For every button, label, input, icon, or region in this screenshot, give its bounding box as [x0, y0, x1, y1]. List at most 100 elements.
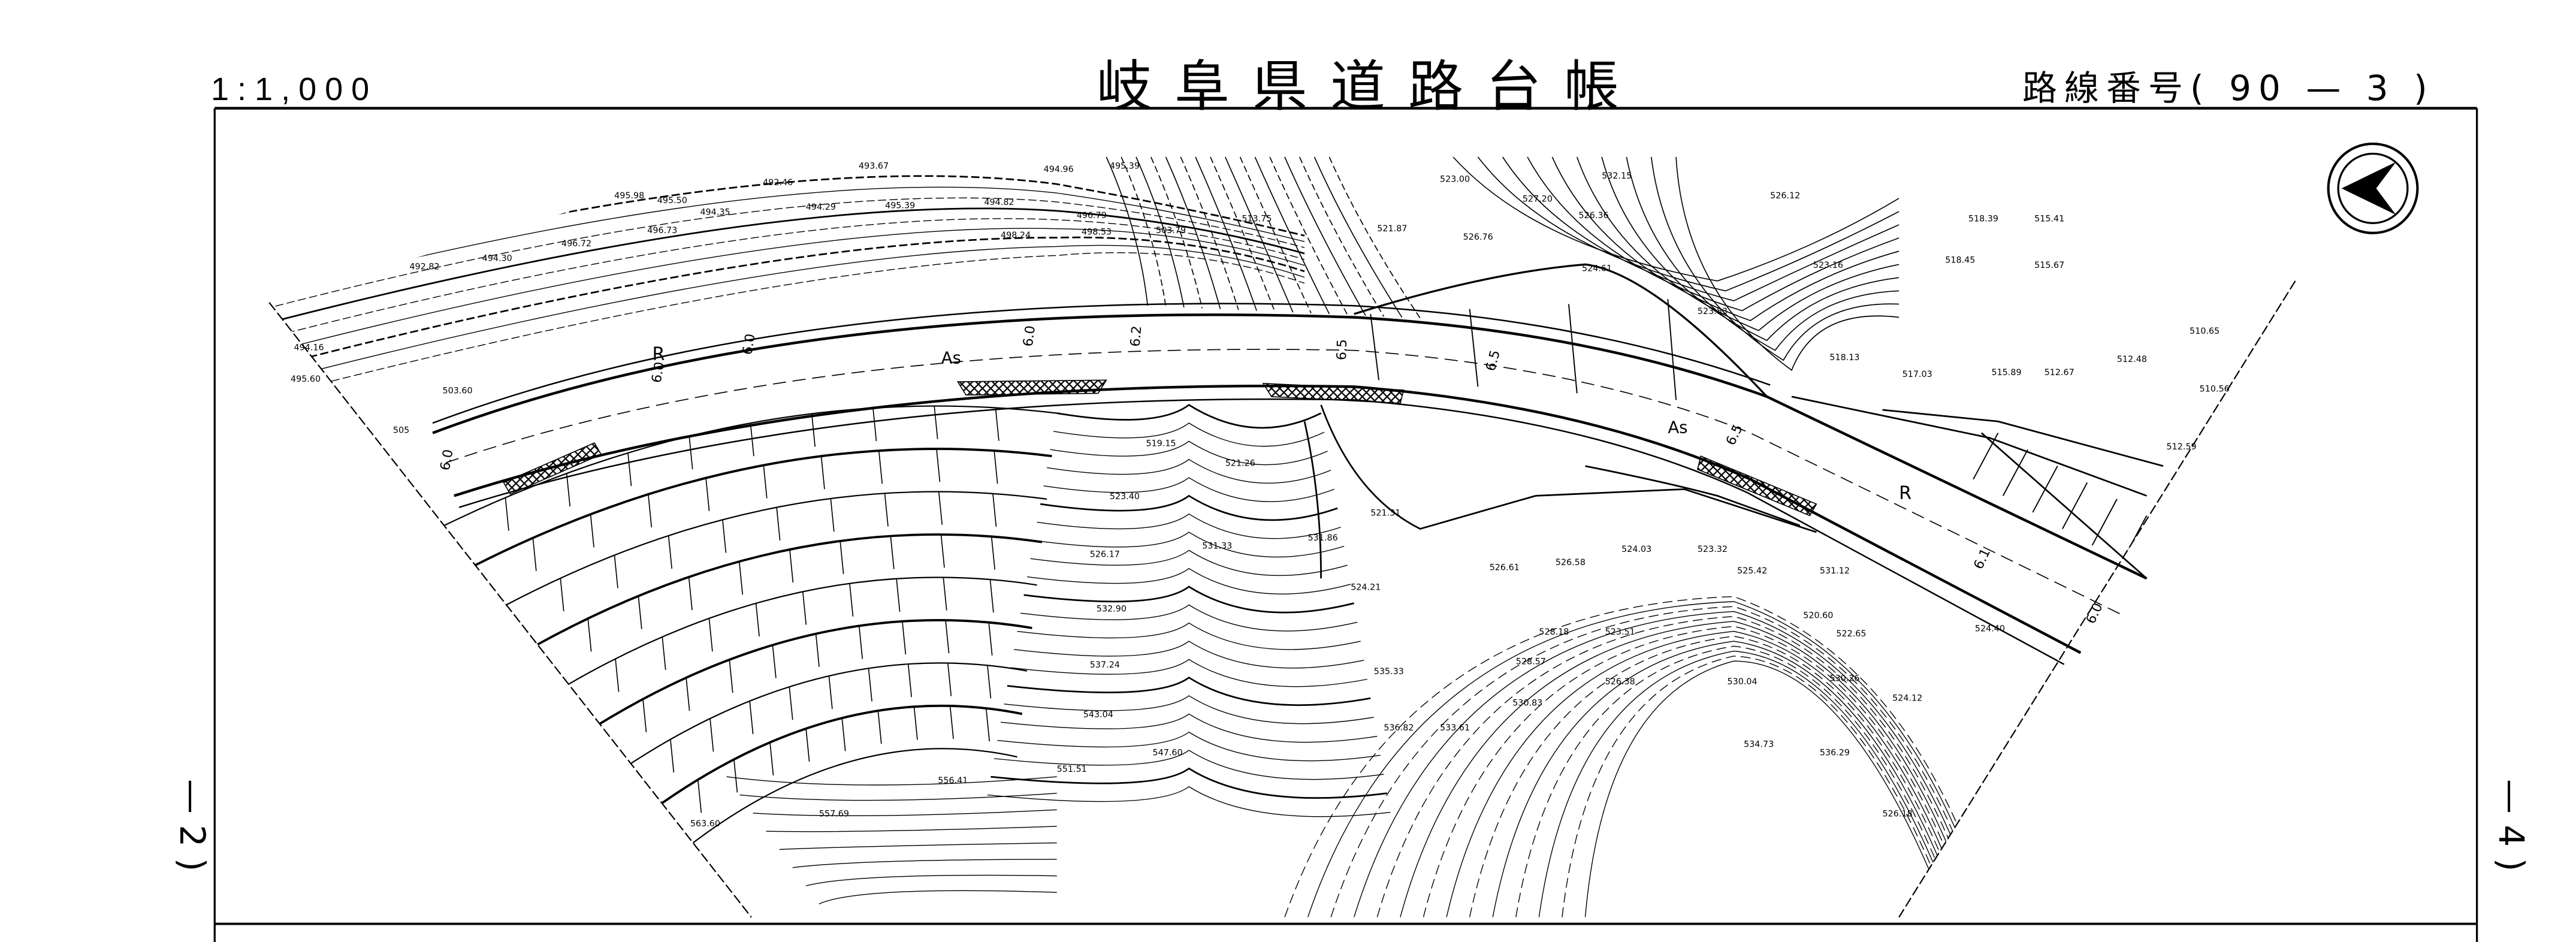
contour-line — [1210, 156, 1276, 312]
elevation-label: 512.48 — [2117, 355, 2147, 364]
elevation-label: 533.61 — [1440, 723, 1470, 733]
contour-line — [1330, 606, 1986, 917]
terrace-tick — [940, 534, 945, 568]
elevation-label: 524.12 — [1892, 693, 1922, 703]
terrace-tick — [815, 633, 820, 667]
contour-line — [1376, 615, 1979, 917]
terrace-tick — [1469, 309, 1479, 387]
contour-line — [1027, 567, 1351, 594]
retaining-wall-hatch — [503, 442, 602, 495]
terrace-tick — [1568, 304, 1578, 394]
contour-line — [1239, 156, 1312, 313]
elevation-label: 531.12 — [1820, 566, 1850, 576]
contour-line — [1106, 156, 1149, 306]
elevation-label: 531.86 — [1308, 533, 1338, 543]
terrace-tick — [2002, 449, 2028, 496]
contour-lines — [269, 156, 1992, 917]
elevation-label: 523.40 — [1110, 492, 1140, 502]
road — [432, 303, 2164, 665]
elevation-label: 536.29 — [1820, 748, 1850, 757]
contour-line — [1053, 422, 1325, 447]
contour-line — [726, 776, 1057, 786]
terrace-tick — [789, 549, 794, 583]
elevation-label: 537.24 — [1090, 660, 1120, 670]
elevation-label: 512.59 — [2167, 442, 2197, 452]
contour-line — [819, 890, 1057, 905]
contour-line — [993, 750, 1384, 780]
terrace-edge — [537, 533, 1043, 646]
road-lower-edge — [454, 384, 2082, 654]
contour-line — [990, 767, 1388, 799]
terrace-tick — [849, 583, 854, 617]
road-width-label: 6.5 — [1723, 422, 1745, 448]
road-width-label: 6.0 — [438, 448, 457, 472]
elevation-label: 523.16 — [1813, 261, 1843, 270]
terrace-tick — [685, 677, 690, 711]
elevation-label: 518.13 — [1829, 353, 1859, 363]
terrace-tick — [749, 701, 754, 735]
elevation-label: 530.04 — [1728, 677, 1757, 687]
terrace-tick — [1973, 433, 1999, 480]
terrace-tick — [811, 413, 816, 447]
terrace-tick — [627, 452, 632, 487]
road-width-label: 6.0 — [650, 361, 668, 384]
terrace-tick — [934, 406, 938, 439]
terrace-edge — [661, 704, 1023, 804]
elevation-label: 519.15 — [1146, 439, 1176, 449]
elevation-label: 494.30 — [482, 254, 512, 264]
terrace-tick — [705, 478, 710, 511]
elevation-label: 515.41 — [2034, 215, 2064, 224]
road-upper-edge — [432, 313, 2148, 580]
elevation-label: 505 — [393, 426, 409, 436]
contour-line — [1626, 156, 1899, 351]
elevation-label: 494.96 — [1044, 165, 1074, 174]
north-arrow-icon — [2327, 142, 2419, 234]
elevation-label: 515.67 — [2034, 261, 2064, 270]
elevation-label: 523.32 — [1698, 545, 1728, 554]
contour-line — [1328, 156, 1421, 319]
terrace-tick — [896, 578, 901, 612]
terrace-tick — [769, 742, 774, 776]
terrace-tick — [988, 622, 993, 656]
terrace-tick — [2091, 499, 2118, 546]
elevation-label: 525.42 — [1737, 566, 1767, 576]
contour-line — [1527, 156, 1899, 312]
terrace-tick — [642, 699, 647, 732]
terrace-tick — [738, 561, 744, 595]
elevation-label: 551.51 — [1057, 765, 1087, 774]
terrace-tick — [662, 636, 666, 671]
terrace-tick — [590, 514, 594, 548]
terrace-edge — [599, 618, 1032, 725]
terrace-tick — [839, 541, 844, 575]
terrace-tick — [943, 577, 947, 611]
contour-line — [1007, 677, 1371, 707]
elevation-label: 495.98 — [614, 191, 644, 201]
terrace-tick — [755, 603, 760, 636]
elevation-label: 536.82 — [1384, 723, 1414, 733]
terrace-tick — [947, 663, 952, 696]
contour-line — [1307, 601, 1989, 917]
elevation-label: 493.67 — [859, 161, 889, 171]
terrace-tick — [828, 675, 833, 709]
terrace-tick — [648, 494, 653, 528]
elevation-label: 520.60 — [1803, 611, 1833, 620]
route-label: 路線番号 — [2022, 68, 2191, 108]
elevation-label: 526.18 — [1883, 809, 1913, 819]
terrace-tick — [532, 538, 537, 571]
contour-line — [1050, 440, 1328, 466]
road-width-label: 6.5 — [1334, 339, 1350, 361]
terrace-tick — [614, 555, 618, 588]
sheet-frame — [213, 107, 2478, 942]
terrace-tick — [722, 520, 727, 553]
elevation-label: 530.83 — [1512, 699, 1542, 708]
contour-line — [269, 186, 1305, 295]
elevation-label: 498.53 — [1082, 228, 1112, 237]
contour-line — [1037, 513, 1341, 539]
terrace-tick — [945, 620, 950, 654]
contour-line — [1047, 458, 1331, 484]
cut-slope-edge — [1303, 404, 1536, 579]
terrace-tick — [566, 473, 571, 507]
road-surface-label: As — [941, 349, 961, 368]
terrace-tick — [902, 621, 907, 655]
